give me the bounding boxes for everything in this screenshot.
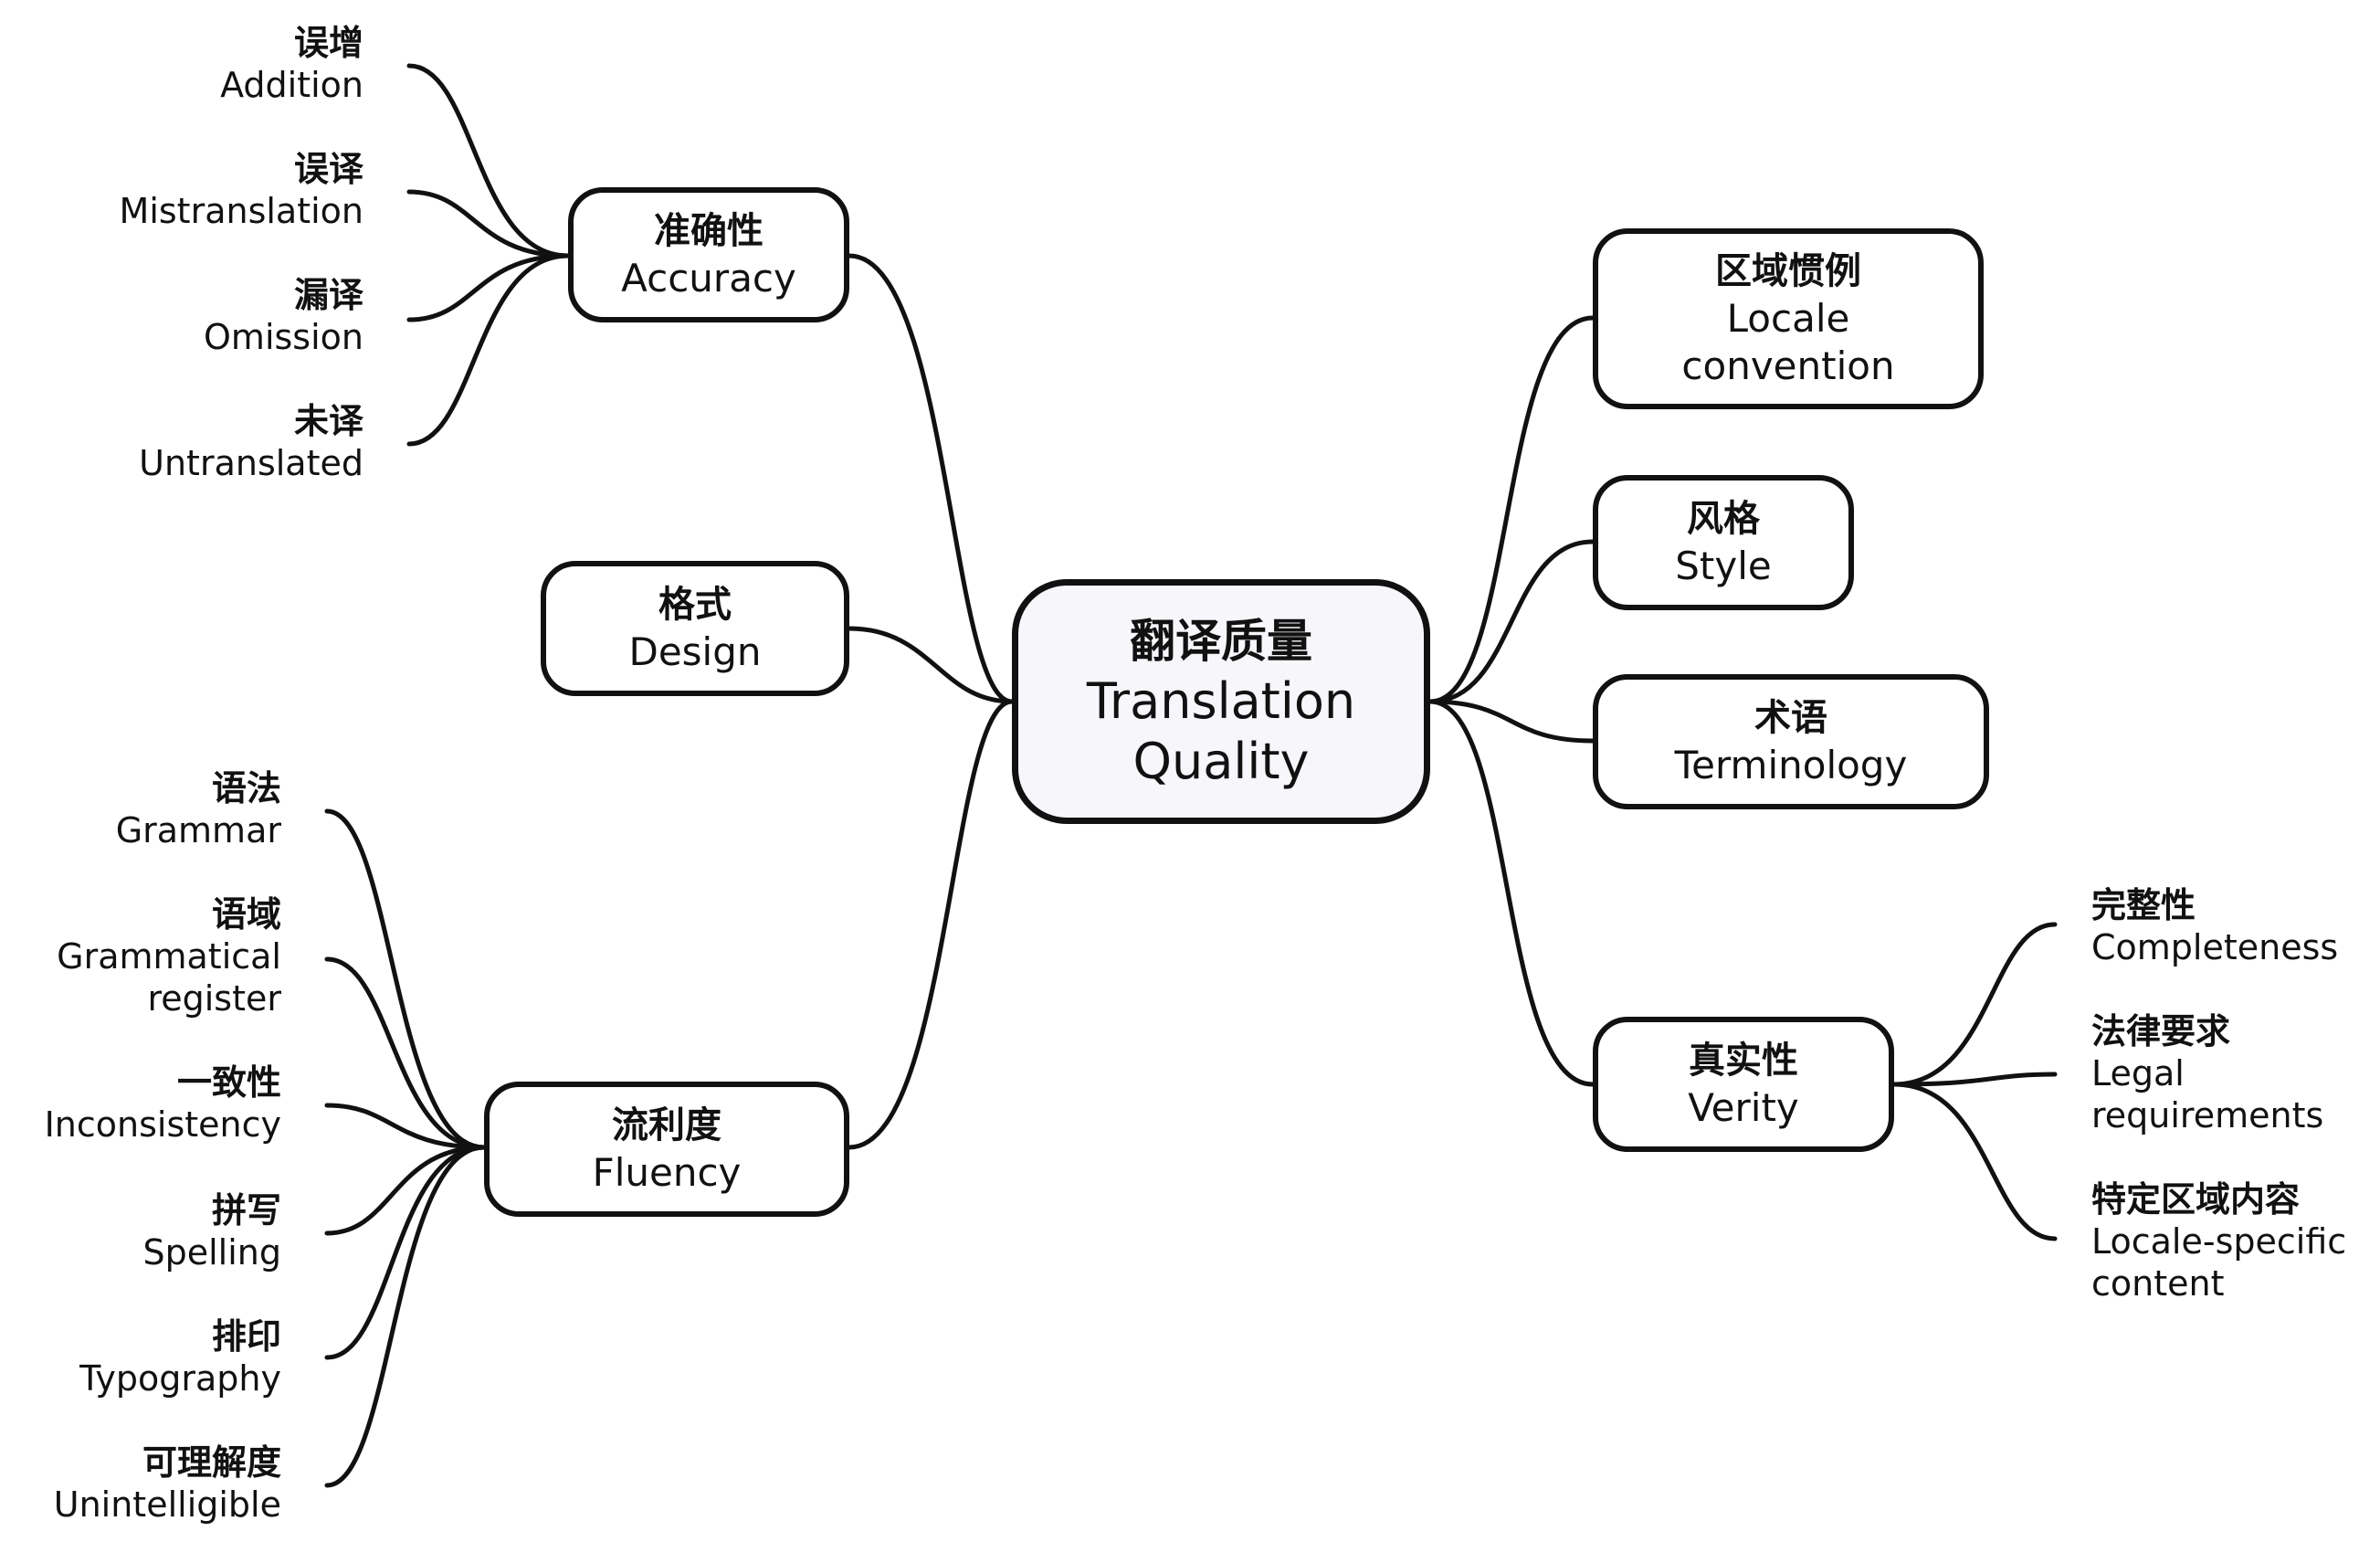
leaf-typography: 排印 Typography	[79, 1315, 281, 1399]
link-center-verity	[1427, 699, 1595, 1087]
branch-verity-zh: 真实性	[1689, 1040, 1798, 1082]
leaf-spelling-en: Spelling	[142, 1232, 282, 1273]
leaf-omission: 漏译 Omission	[204, 274, 363, 358]
leaf-grammatical-register: 语域 Grammatical register	[57, 893, 281, 1019]
leaf-register-en: Grammatical	[57, 936, 281, 977]
branch-locale-zh: 区域惯例	[1715, 250, 1861, 292]
branch-design-en: Design	[628, 629, 762, 674]
leaf-addition-zh: 误增	[293, 23, 363, 63]
link-accuracy-addition	[406, 63, 571, 259]
link-verity-completeness	[1891, 922, 2058, 1087]
leaf-locale-specific-en: Locale-specific	[2091, 1221, 2347, 1262]
link-fluency-inconsistency	[324, 1103, 487, 1150]
branch-terminology-zh: 术语	[1754, 697, 1827, 739]
leaf-typography-zh: 排印	[211, 1316, 281, 1357]
link-fluency-unintelligible	[324, 1145, 487, 1488]
leaf-inconsistency: 一致性 Inconsistency	[45, 1061, 281, 1146]
leaf-spelling: 拼写 Spelling	[143, 1189, 282, 1273]
leaf-addition: 误增 Addition	[220, 22, 363, 106]
branch-design-zh: 格式	[658, 584, 732, 626]
center-title-zh: 翻译质量	[1130, 615, 1312, 668]
leaf-addition-en: Addition	[220, 65, 363, 105]
link-center-fluency	[847, 699, 1015, 1150]
leaf-spelling-zh: 拼写	[211, 1190, 281, 1230]
branch-locale-convention: 区域惯例 Locale convention	[1593, 228, 1984, 409]
link-fluency-spelling	[324, 1145, 487, 1236]
center-node: 翻译质量 Translation Quality	[1012, 579, 1430, 824]
link-center-locale	[1427, 315, 1595, 704]
link-fluency-grammar	[324, 808, 487, 1150]
leaf-grammar-en: Grammar	[115, 810, 281, 850]
link-center-accuracy	[847, 253, 1015, 704]
branch-terminology-en: Terminology	[1674, 743, 1908, 787]
branch-locale-en-2: convention	[1681, 343, 1895, 388]
branch-style-zh: 风格	[1687, 498, 1760, 540]
branch-verity: 真实性 Verity	[1593, 1017, 1894, 1152]
leaf-legal-zh: 法律要求	[2091, 1011, 2231, 1051]
branch-accuracy: 准确性 Accuracy	[568, 187, 849, 322]
leaf-mistranslation: 误译 Mistranslation	[120, 148, 363, 232]
link-fluency-typography	[324, 1145, 487, 1360]
branch-style-en: Style	[1675, 544, 1772, 588]
leaf-omission-en: Omission	[204, 317, 363, 357]
link-accuracy-omission	[406, 253, 571, 322]
leaf-register-zh: 语域	[211, 894, 281, 935]
link-verity-legal	[1891, 1072, 2058, 1087]
link-verity-locale-specific	[1891, 1082, 2058, 1241]
leaf-untranslated-en: Untranslated	[139, 443, 363, 483]
leaf-locale-specific-content: 特定区域内容 Locale-specific content	[2091, 1178, 2346, 1304]
leaf-legal-en-2: requirements	[2091, 1095, 2324, 1135]
leaf-unintelligible-en: Unintelligible	[53, 1484, 281, 1525]
link-fluency-register	[324, 956, 487, 1150]
leaf-grammar: 语法 Grammar	[116, 767, 281, 851]
branch-verity-en: Verity	[1688, 1085, 1799, 1130]
leaf-legal-en: Legal	[2091, 1053, 2185, 1093]
link-accuracy-mistranslation	[406, 189, 571, 259]
link-accuracy-untranslated	[406, 253, 571, 447]
branch-accuracy-en: Accuracy	[621, 256, 796, 301]
leaf-completeness-zh: 完整性	[2091, 885, 2196, 925]
branch-fluency-en: Fluency	[592, 1150, 742, 1195]
branch-accuracy-zh: 准确性	[654, 210, 763, 252]
leaf-mistranslation-en: Mistranslation	[119, 191, 363, 231]
leaf-unintelligible-zh: 可理解度	[142, 1442, 281, 1483]
leaf-completeness-en: Completeness	[2091, 927, 2339, 967]
leaf-inconsistency-en: Inconsistency	[44, 1104, 281, 1145]
center-title-en-1: Translation	[1086, 672, 1356, 730]
leaf-untranslated-zh: 未译	[293, 401, 363, 441]
branch-design: 格式 Design	[541, 561, 849, 696]
leaf-register-en-2: register	[147, 978, 281, 1019]
leaf-mistranslation-zh: 误译	[293, 149, 363, 189]
leaf-grammar-zh: 语法	[211, 768, 281, 808]
branch-fluency: 流利度 Fluency	[484, 1082, 849, 1217]
leaf-inconsistency-zh: 一致性	[176, 1062, 281, 1103]
leaf-legal-requirements: 法律要求 Legal requirements	[2091, 1010, 2323, 1136]
branch-locale-en-1: Locale	[1726, 296, 1850, 341]
branch-terminology: 术语 Terminology	[1593, 674, 1989, 809]
leaf-unintelligible: 可理解度 Unintelligible	[54, 1442, 281, 1526]
leaf-locale-specific-zh: 特定区域内容	[2091, 1179, 2301, 1220]
leaf-typography-en: Typography	[79, 1358, 281, 1399]
link-center-terminology	[1427, 699, 1595, 744]
leaf-completeness: 完整性 Completeness	[2091, 884, 2338, 968]
leaf-locale-specific-en-2: content	[2091, 1263, 2225, 1304]
link-center-design	[847, 626, 1015, 704]
branch-fluency-zh: 流利度	[612, 1104, 721, 1146]
link-center-style	[1427, 539, 1595, 704]
leaf-omission-zh: 漏译	[293, 275, 363, 315]
branch-style: 风格 Style	[1593, 475, 1854, 610]
leaf-untranslated: 未译 Untranslated	[139, 400, 363, 484]
center-title-en-2: Quality	[1132, 733, 1310, 790]
